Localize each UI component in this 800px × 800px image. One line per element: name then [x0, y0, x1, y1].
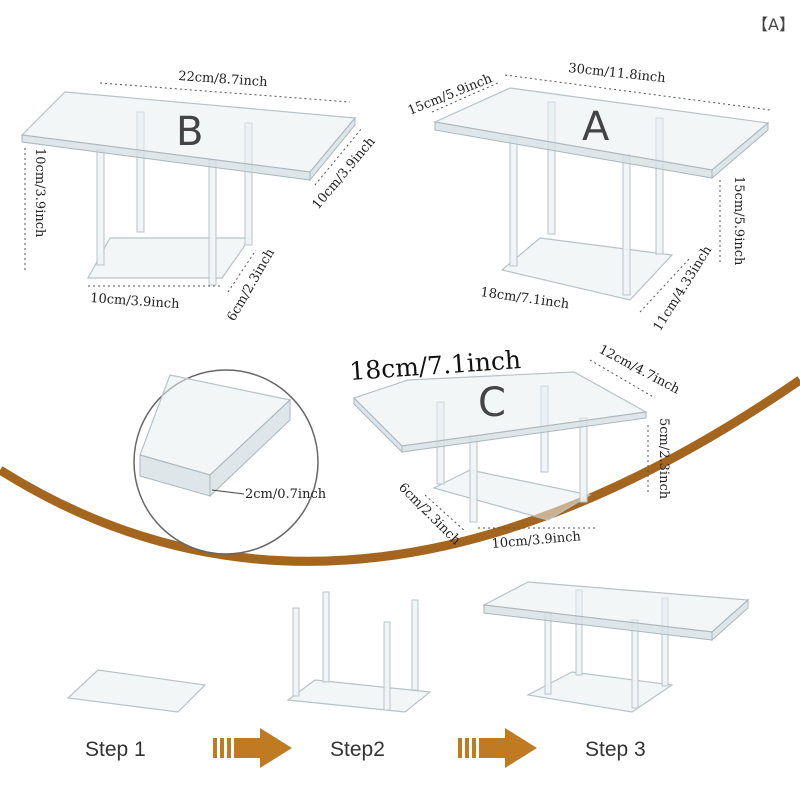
- thickness-detail: 2cm/0.7inch: [133, 369, 327, 555]
- table-b-base-depth-line: [227, 249, 257, 293]
- table-b-letter: B: [176, 109, 203, 155]
- table-b-base: [86, 237, 252, 279]
- table-c-depth-label: 12cm/4.7inch: [596, 342, 683, 398]
- table-c-letter: C: [478, 380, 506, 426]
- table-a-base-depth-line: [639, 257, 691, 313]
- table-a-leg: [622, 154, 631, 296]
- step-2-label: Step2: [330, 738, 385, 761]
- table-a-depth-line: [431, 81, 501, 113]
- step-1-label: Step 1: [85, 738, 146, 761]
- table-b-depth-line: [314, 127, 363, 186]
- corner-tag: 【A】: [752, 15, 795, 34]
- table-a-leg: [509, 137, 518, 267]
- step-3-leg: [544, 611, 552, 695]
- table-b-length-label: 22cm/8.7inch: [178, 69, 269, 90]
- table-b: B 22cm/8.7inch 10cm/3.9inch 10cm/3.9inch…: [20, 69, 379, 324]
- table-a-length-label: 30cm/11.8inch: [568, 61, 667, 86]
- step-2-leg: [292, 607, 300, 697]
- step-3-label: Step 3: [585, 738, 646, 761]
- table-b-leg: [96, 149, 105, 266]
- table-a-top-edge: [711, 121, 769, 180]
- step-2-base-plate: [286, 679, 432, 713]
- step-2-leg: [411, 599, 419, 691]
- step-3-top-edge: [711, 598, 749, 642]
- decorative-arc: [0, 376, 800, 566]
- table-a-base-width-label: 18cm/7.1inch: [479, 285, 570, 312]
- table-b-top-edge: [309, 116, 356, 182]
- table-c-leg: [469, 435, 478, 523]
- table-c-top-edge: [401, 411, 647, 453]
- table-b-leg: [208, 159, 217, 286]
- step-2-illustration: [286, 591, 432, 713]
- step-2-leg: [383, 621, 391, 711]
- table-c-base-depth-line: [424, 494, 467, 533]
- table-a-letter: A: [582, 104, 610, 150]
- table-c-height-label: 5cm/2.3inch: [656, 418, 671, 500]
- table-c: C 18cm/7.1inch 12cm/4.7inch 5cm/2.3inch …: [348, 342, 682, 552]
- step-2-leg: [322, 591, 330, 683]
- table-b-length-line: [99, 82, 351, 103]
- arrow-icon: [213, 728, 292, 768]
- step-1-illustration: [66, 669, 207, 713]
- step-3-leg: [631, 619, 639, 709]
- detail-slab-edge: [209, 398, 291, 498]
- arrow-icon: [458, 728, 537, 768]
- table-a: A 30cm/11.8inch 15cm/5.9inch 15cm/5.9inc…: [406, 61, 771, 334]
- table-b-base-width-label: 10cm/3.9inch: [90, 291, 181, 312]
- table-c-leg: [579, 417, 588, 503]
- table-a-height-label: 15cm/5.9inch: [731, 176, 746, 266]
- table-b-height-label: 10cm/3.9inch: [32, 148, 47, 238]
- detail-pointer: [211, 489, 245, 495]
- step-1-base-plate: [66, 669, 207, 713]
- detail-thickness-label: 2cm/0.7inch: [245, 487, 327, 502]
- step-3-illustration: [482, 581, 750, 713]
